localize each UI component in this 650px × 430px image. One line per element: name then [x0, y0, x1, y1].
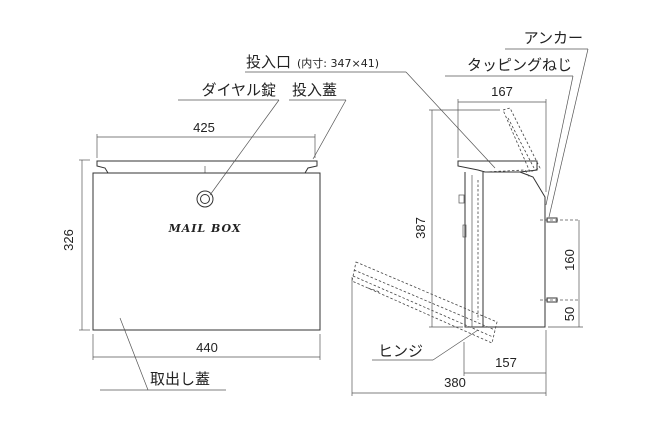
- dim-open-depth: 380: [444, 375, 466, 390]
- front-body: [92, 172, 321, 331]
- label-removal-lid: 取出し蓋: [150, 370, 210, 388]
- label-insertion-opening-inner: (内寸: 347×41): [297, 56, 379, 70]
- dim-lid-depth: 167: [491, 84, 513, 99]
- front-view: MAIL BOX 425 326 440 ダイヤル錠 投入蓋 投入口 (内寸: …: [61, 53, 496, 391]
- label-hinge: ヒンジ: [378, 342, 423, 360]
- side-lid: [457, 160, 538, 173]
- label-dial-lock: ダイヤル錠: [201, 81, 276, 99]
- dim-body-width: 440: [196, 340, 218, 355]
- dim-lid-width: 425: [193, 120, 215, 135]
- insertion-lid-shape: [96, 160, 318, 174]
- dim-anchor-bottom: 50: [562, 307, 577, 321]
- open-lid-dashed: [502, 107, 541, 173]
- label-insertion-lid: 投入蓋: [292, 81, 337, 99]
- logo-text: MAIL BOX: [168, 222, 242, 235]
- label-tapping-screw: タッピングねじ: [467, 56, 572, 74]
- anchor-icon: [540, 217, 580, 303]
- dim-total-height: 387: [413, 217, 428, 239]
- dim-body-depth: 157: [495, 355, 517, 370]
- label-anchor: アンカー: [524, 29, 583, 47]
- label-insertion-opening: 投入口: [246, 53, 291, 71]
- side-view: 167 387 160 50 157 380 アンカー タッピングねじ ヒンジ: [351, 29, 589, 396]
- dial-lock-icon: [196, 190, 214, 208]
- open-door-dashed: [351, 261, 498, 344]
- dim-body-height: 326: [61, 229, 76, 251]
- dim-anchor-spacing: 160: [562, 249, 577, 271]
